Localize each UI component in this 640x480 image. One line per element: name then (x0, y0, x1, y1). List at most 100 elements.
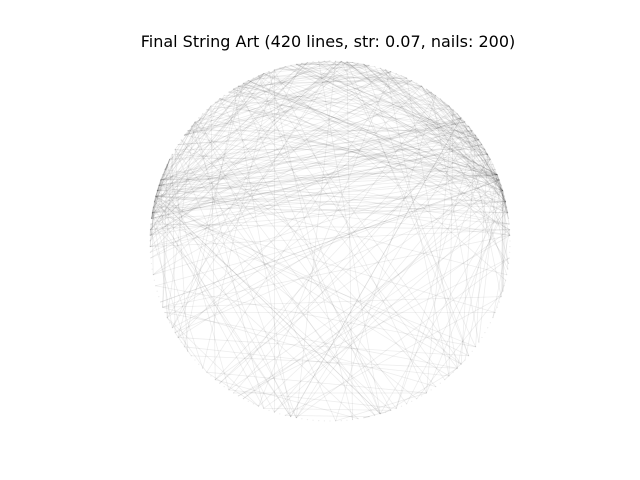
thread-line (156, 159, 170, 191)
thread-line (164, 169, 510, 225)
thread-line (352, 62, 486, 150)
thread-line (157, 163, 493, 192)
thread-line (496, 174, 502, 186)
nail-point (435, 94, 437, 96)
thread-line (263, 73, 488, 155)
thread-line (296, 63, 370, 66)
nail-point (478, 139, 480, 141)
thread-line (156, 190, 417, 400)
thread-line (484, 149, 511, 236)
nail-point (301, 418, 303, 420)
nail-point (340, 420, 342, 422)
thread-line (219, 98, 392, 411)
thread-line (194, 67, 381, 123)
nail-point (448, 105, 450, 107)
thread-line (206, 80, 412, 111)
nail-point (306, 61, 309, 64)
thread-line (233, 66, 286, 90)
nail-point (507, 212, 509, 214)
thread-line (238, 257, 510, 397)
thread-line (498, 179, 510, 225)
thread-line (152, 207, 292, 417)
thread-line (171, 60, 336, 328)
thread-line (279, 67, 422, 87)
thread-line (363, 63, 480, 141)
nail-point (194, 121, 196, 123)
thread-line (149, 125, 469, 236)
thread-line (184, 98, 220, 136)
thread-line (158, 121, 466, 186)
thread-line (296, 257, 510, 419)
thread-line (258, 75, 381, 414)
thread-line (274, 64, 291, 71)
thread-line (318, 61, 381, 414)
thread-line (219, 98, 503, 192)
thread-line (184, 80, 412, 136)
thread-line (149, 77, 407, 236)
thread-line (158, 159, 170, 186)
nail-point (421, 395, 423, 397)
thread-line (160, 179, 500, 303)
nail-point (346, 61, 348, 63)
thread-line (151, 212, 292, 417)
thread-line (164, 73, 265, 170)
thread-line (160, 88, 234, 181)
thread-line (219, 130, 473, 384)
thread-line (151, 179, 162, 213)
thread-line (385, 69, 504, 192)
thread-line (421, 85, 504, 192)
thread-line (155, 195, 381, 415)
thread-line (352, 62, 436, 96)
nail-point (174, 332, 176, 334)
nail-point (430, 389, 432, 391)
nail-point (435, 386, 437, 388)
thread-line (169, 69, 386, 160)
thread-line (385, 69, 450, 377)
thread-line (500, 190, 504, 297)
nail-point (156, 290, 158, 292)
thread-line (174, 117, 462, 333)
thread-line (166, 121, 196, 318)
thread-line (379, 67, 506, 203)
nail-point (150, 262, 153, 265)
thread-line (152, 139, 479, 214)
nail-point (318, 60, 320, 62)
nail-point (202, 367, 204, 369)
nail-point (508, 257, 510, 259)
nail-point (460, 363, 462, 365)
thread-line (421, 85, 500, 181)
nail-point (257, 405, 260, 407)
nail-point (228, 389, 230, 391)
nail-point (171, 153, 173, 155)
thread-line (155, 195, 450, 377)
thread-line (164, 312, 458, 369)
nail-point (425, 88, 428, 90)
thread-line (152, 69, 386, 276)
thread-line (448, 105, 491, 160)
nail-point (223, 386, 225, 388)
nail-point (284, 66, 286, 68)
thread-line (149, 224, 152, 236)
thread-line (166, 317, 208, 373)
nail-point (452, 371, 454, 373)
nail-point (242, 398, 244, 400)
thread-line (174, 190, 504, 333)
thread-line (151, 144, 483, 219)
thread-line (152, 153, 488, 214)
nail-point (498, 179, 500, 181)
nail-point (183, 346, 185, 348)
nail-point (503, 285, 505, 287)
thread-line (215, 379, 359, 420)
thread-line (426, 88, 483, 145)
thread-line (152, 117, 462, 214)
nail-point (329, 60, 331, 62)
thread-line (233, 88, 446, 380)
nail-point (268, 71, 270, 73)
nail-point (351, 61, 354, 64)
nail-point (190, 355, 192, 357)
thread-line (346, 61, 504, 192)
nail-point (444, 101, 446, 103)
nail-point (180, 341, 182, 343)
thread-line (496, 174, 509, 219)
nail-point (460, 117, 462, 119)
